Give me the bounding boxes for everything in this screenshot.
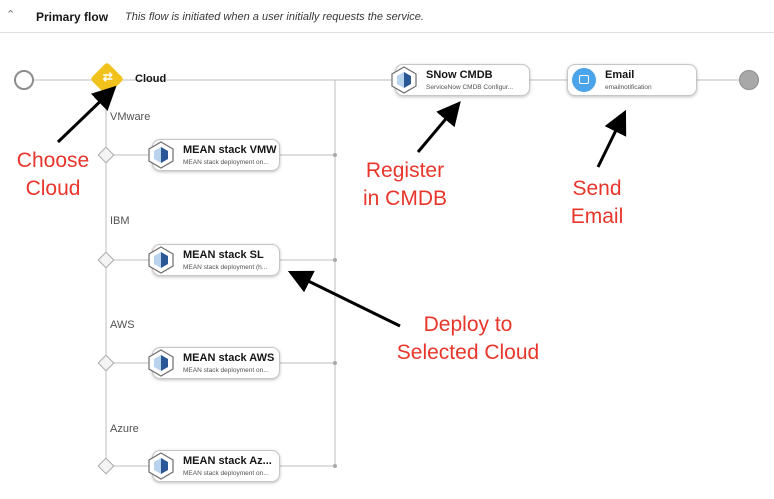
node-subtitle: MEAN stack deployment on... xyxy=(183,470,269,477)
email-icon xyxy=(572,68,596,92)
node-snow-cmdb[interactable]: SNow CMDB ServiceNow CMDB Configur... xyxy=(391,64,530,96)
node-subtitle: ServiceNow CMDB Configur... xyxy=(426,84,514,91)
node-subtitle: emailnotification xyxy=(605,84,652,91)
branch-label-aws: AWS xyxy=(110,319,135,331)
arrow-deploy-cloud xyxy=(287,270,401,328)
chevron-up-icon[interactable]: ⌃ xyxy=(6,9,16,21)
hexagon-box-icon xyxy=(148,141,174,169)
node-mean-stack-vmw[interactable]: MEAN stack VMW MEAN stack deployment on.… xyxy=(148,139,280,171)
node-email[interactable]: Email emailnotification xyxy=(567,64,697,96)
node-title: Email xyxy=(605,69,635,81)
flow-title[interactable]: Primary flow xyxy=(36,10,109,24)
branch-label-vmware: VMware xyxy=(110,111,151,123)
arrow-send-email xyxy=(596,109,627,168)
decision-label: Cloud xyxy=(135,73,167,85)
node-subtitle: MEAN stack deployment (h... xyxy=(183,264,268,271)
hexagon-box-icon xyxy=(148,349,174,377)
node-mean-stack-aws[interactable]: MEAN stack AWS MEAN stack deployment on.… xyxy=(148,347,280,379)
node-mean-stack-azure[interactable]: MEAN stack Az... MEAN stack deployment o… xyxy=(148,450,280,482)
flow-description: This flow is initiated when a user initi… xyxy=(125,11,424,23)
branch-label-azure: Azure xyxy=(110,423,139,435)
annotation-send-email: Send Email xyxy=(570,177,624,228)
hexagon-box-icon xyxy=(391,66,417,94)
annotation-deploy-cloud: Deploy to Selected Cloud xyxy=(396,313,540,364)
node-title: MEAN stack Az... xyxy=(183,455,272,467)
node-title: MEAN stack SL xyxy=(183,249,264,261)
node-title: MEAN stack VMW xyxy=(183,144,277,156)
branch-label-ibm: IBM xyxy=(110,215,130,227)
annotation-choose-cloud: Choose Cloud xyxy=(16,149,90,200)
arrow-register-cmdb xyxy=(416,101,461,153)
hexagon-box-icon xyxy=(148,246,174,274)
node-mean-stack-sl[interactable]: MEAN stack SL MEAN stack deployment (h..… xyxy=(148,244,280,276)
node-title: MEAN stack AWS xyxy=(183,352,275,364)
node-subtitle: MEAN stack deployment on... xyxy=(183,159,269,166)
annotation-register-cmdb: Register in CMDB xyxy=(362,159,447,210)
hexagon-box-icon xyxy=(148,452,174,480)
node-subtitle: MEAN stack deployment on... xyxy=(183,367,269,374)
node-title: SNow CMDB xyxy=(426,69,493,81)
flow-header: ⌃ Primary flow This flow is initiated wh… xyxy=(0,0,774,33)
end-node[interactable] xyxy=(739,70,759,90)
arrow-choose-cloud xyxy=(56,85,117,144)
start-node[interactable] xyxy=(14,70,34,90)
